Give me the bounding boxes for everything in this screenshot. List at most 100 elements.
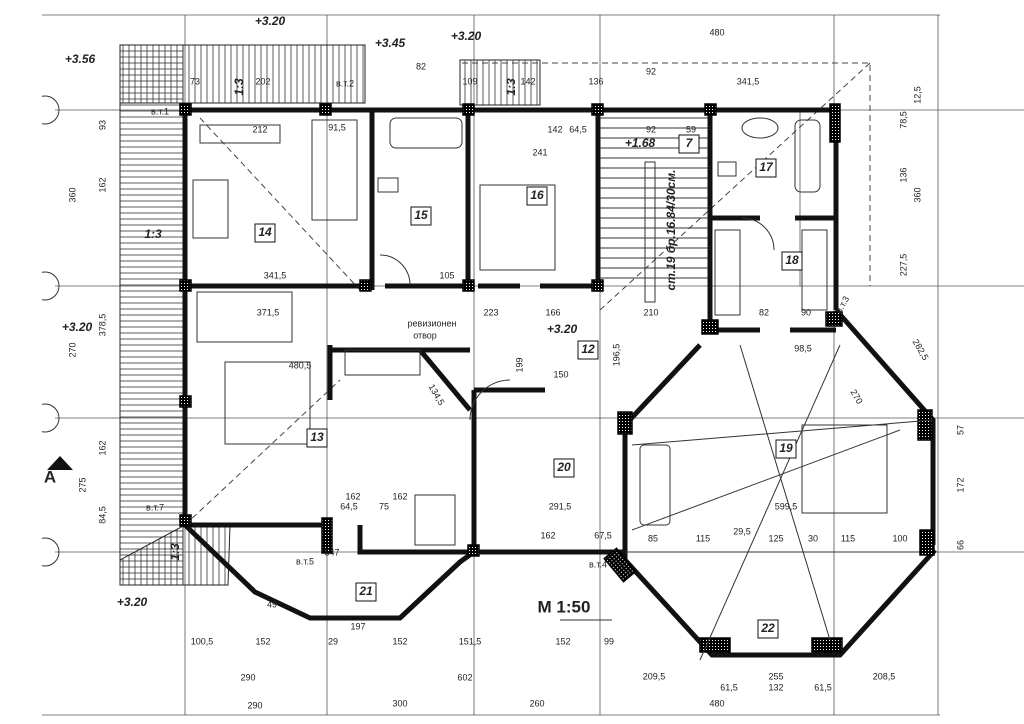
dimension-interior: 166: [545, 307, 560, 317]
dimension-interior: 67,5: [594, 530, 612, 540]
level-mark: +3.20: [117, 595, 148, 609]
level-mark: +3.20: [451, 29, 482, 43]
dimension-top: 142: [520, 76, 535, 86]
top-roof-left: [119, 44, 366, 104]
dimension-bottom: 480: [709, 698, 724, 708]
dimension-right: 227,5: [898, 254, 908, 277]
bathtub: [794, 119, 821, 193]
vertical-point-label: в.т.2: [336, 78, 354, 88]
roof-slope-label: 1:3: [144, 227, 162, 241]
table: [639, 444, 671, 526]
dimension-interior: 599,5: [775, 501, 798, 511]
room-number: 22: [760, 621, 775, 635]
dimension-interior: 90: [801, 307, 811, 317]
dimension-interior: 199: [514, 357, 524, 372]
dimension-right: 172: [955, 477, 965, 492]
door-swing: [741, 217, 775, 251]
washbasin: [414, 494, 456, 546]
roof-slope-label: 1:3: [232, 78, 246, 96]
dimension-interior: 64,5: [340, 501, 358, 511]
dimension-interior: 75: [379, 501, 389, 511]
room-number-box: [355, 582, 377, 602]
room-number-box: [781, 251, 803, 271]
dimension-interior: 29,5: [733, 526, 751, 536]
dimension-top: 92: [646, 124, 656, 134]
dimension-top: 142: [547, 124, 562, 134]
dimension-left: 162: [97, 177, 107, 192]
room-number: 18: [785, 253, 799, 267]
dimension-bottom: 29: [328, 636, 338, 646]
toilet: [377, 177, 399, 193]
dimension-bottom: 61,5: [814, 682, 832, 692]
dimension-top: 202: [255, 76, 270, 86]
room-number-box: [306, 428, 328, 448]
dimension-bottom: 290: [240, 672, 255, 682]
dimension-right: 66: [955, 540, 965, 550]
dimension-top: 341,5: [737, 76, 760, 86]
dimension-left: 360: [67, 187, 77, 202]
dimension-left: 84,5: [97, 506, 107, 524]
room-number-box: [553, 458, 575, 478]
grid-lines: [42, 14, 1024, 716]
room-number-box: [577, 340, 599, 360]
wardrobe: [344, 349, 421, 376]
dimension-interior: 162: [345, 491, 360, 501]
level-mark: +3.20: [255, 14, 286, 28]
vertical-point-label: в.т.5: [296, 556, 314, 566]
dimension-left: 270: [67, 342, 77, 357]
dimension-top: 480: [709, 27, 724, 37]
dimension-interior: 270: [848, 388, 864, 406]
room-number-box: [410, 206, 432, 226]
room-number: 7: [686, 136, 694, 150]
room-number: 14: [258, 225, 272, 239]
wardrobe: [199, 124, 281, 144]
columns: [179, 103, 935, 653]
dimension-left: 162: [97, 440, 107, 455]
dimension-bottom: 290: [247, 700, 262, 710]
door-swing: [469, 379, 511, 421]
dimension-bottom: 100,5: [191, 636, 214, 646]
scale-label: M 1:50: [538, 597, 591, 616]
room-number: 16: [530, 188, 544, 202]
dimension-bottom: 197: [350, 621, 365, 631]
room-number-box: [678, 134, 700, 154]
dimension-interior: 85: [648, 533, 658, 543]
dimension-top: 241: [532, 147, 547, 157]
room-number-box: [757, 619, 779, 639]
dimension-bottom: 255: [768, 671, 783, 681]
labels: 14151671718121320192122+3.20+3.45+3.20+3…: [44, 14, 966, 710]
roof-slope-label: 1:3: [504, 78, 518, 96]
level-mark: +3.20: [547, 322, 578, 336]
dimension-interior: 162: [540, 530, 555, 540]
dimension-interior: 162: [392, 491, 407, 501]
bed: [224, 361, 311, 445]
dimension-interior: 196,5: [611, 344, 621, 367]
dimension-bottom: 602: [457, 672, 472, 682]
bed: [311, 119, 358, 221]
dimension-top: 91,5: [328, 122, 346, 132]
room-number-box: [775, 439, 797, 459]
vertical-point-label: в.т.1: [151, 106, 169, 116]
dimension-bottom: 132: [768, 682, 783, 692]
dimension-interior: 150: [553, 369, 568, 379]
dimension-interior: 371,5: [257, 307, 280, 317]
dimension-right: 360: [912, 187, 922, 202]
dimension-top: 82: [416, 61, 426, 71]
dimension-right: 136: [898, 167, 908, 182]
bed: [479, 184, 556, 271]
level-mark: +3.20: [62, 320, 93, 334]
dimension-top: 73: [190, 76, 200, 86]
dimension-interior: 82: [759, 307, 769, 317]
dimension-bottom: 151,5: [459, 636, 482, 646]
dimension-interior: 210: [643, 307, 658, 317]
bed: [801, 424, 888, 514]
dimension-interior: 282,5: [911, 337, 931, 362]
roof-slope-label: 1:3: [168, 543, 182, 561]
dimension-bottom: 61,5: [720, 682, 738, 692]
dimension-interior: 134,5: [427, 382, 447, 407]
room-number: 13: [310, 430, 324, 444]
dimension-top: 212: [252, 124, 267, 134]
room-number: 15: [414, 208, 428, 222]
sink: [741, 117, 779, 139]
